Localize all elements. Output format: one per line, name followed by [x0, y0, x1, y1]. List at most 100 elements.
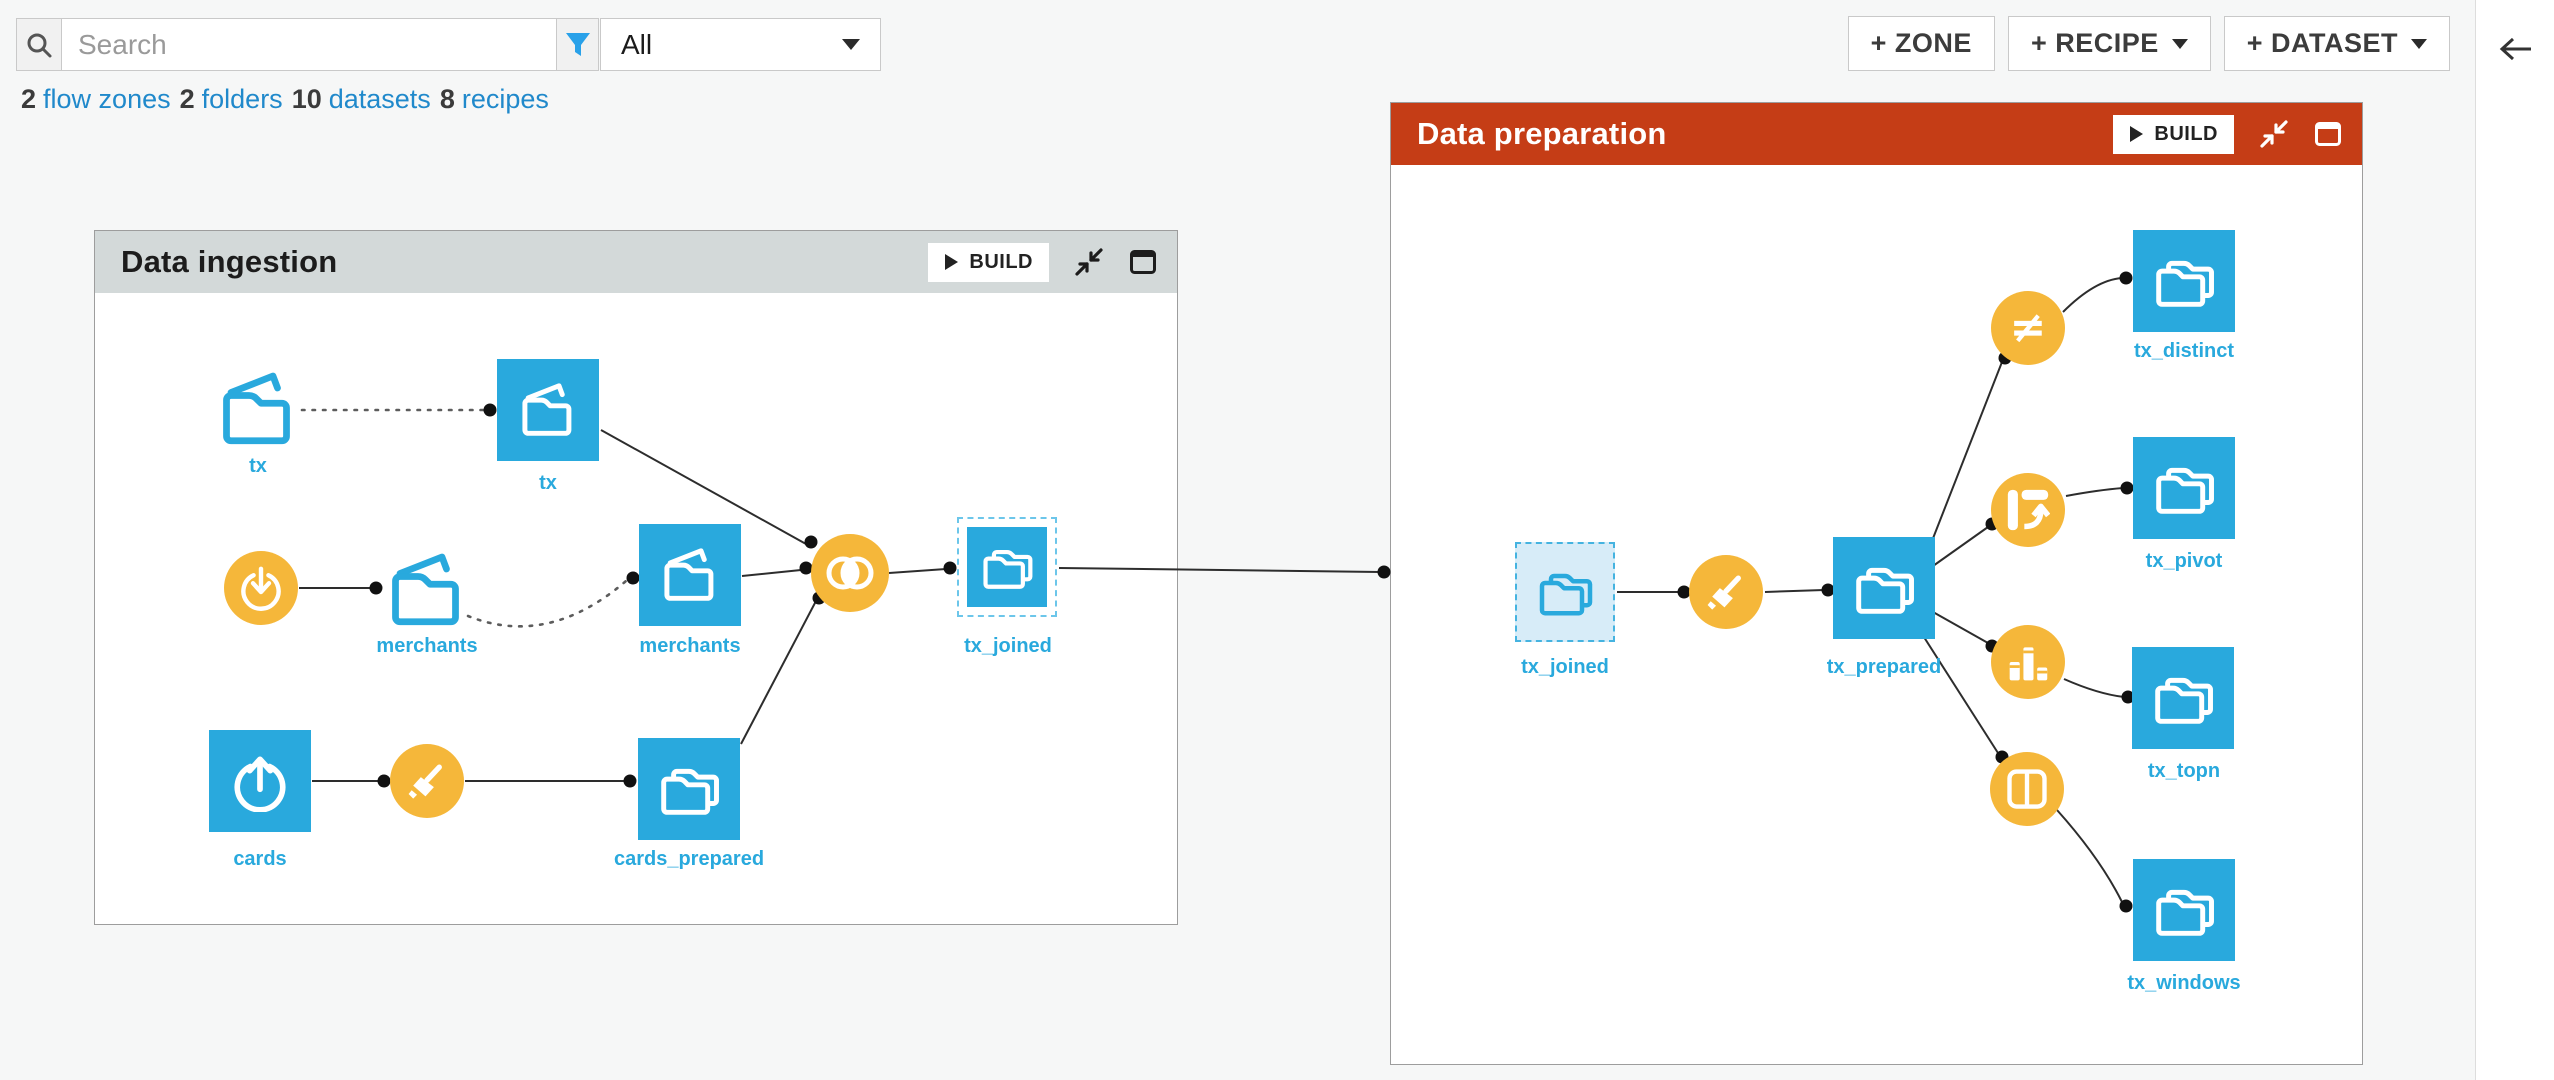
dataset-node-tx-windows[interactable] [2133, 859, 2235, 961]
node-label: tx_windows [2127, 972, 2241, 994]
node-label: merchants [376, 635, 478, 657]
broom-icon [408, 764, 442, 799]
download-icon [241, 566, 281, 611]
collapse-panel-arrow-icon[interactable] [2495, 32, 2535, 66]
add-zone-button[interactable]: + ZONE [1847, 16, 1995, 71]
recipes-link[interactable]: recipes [461, 84, 549, 114]
folder-node-merchants-source[interactable] [382, 545, 472, 635]
add-dataset-label: + DATASET [2246, 28, 2398, 58]
folder-icon [664, 548, 714, 601]
zone-title: Data preparation [1417, 116, 1667, 151]
play-icon [2130, 126, 2144, 142]
node-label: tx [539, 472, 557, 494]
dataset-node-tx[interactable] [497, 359, 599, 461]
recipe-node-prepare[interactable] [1689, 555, 1763, 629]
build-button[interactable]: BUILD [2113, 114, 2234, 154]
stacked-folders-icon [1856, 567, 1914, 614]
stacked-folders-icon [2156, 467, 2214, 514]
node-label: tx_pivot [2145, 550, 2223, 572]
collapse-zone-icon[interactable] [2260, 120, 2288, 148]
node-label: cards_prepared [613, 848, 765, 870]
search-icon [16, 18, 61, 71]
folders-link[interactable]: folders [201, 84, 283, 114]
folder-icon [522, 383, 572, 436]
dataset-node-cards[interactable] [209, 730, 311, 832]
chevron-down-icon [2171, 38, 2188, 49]
toolbar-actions: + ZONE + RECIPE + DATASET [1847, 16, 2450, 71]
add-zone-label: + ZONE [1870, 28, 1972, 58]
zone-header[interactable]: Data preparation BUILD [1391, 103, 2362, 165]
build-label: BUILD [2154, 122, 2218, 145]
managed-folder-icon [392, 553, 459, 626]
node-label: cards [233, 848, 287, 870]
add-recipe-label: + RECIPE [2030, 28, 2159, 58]
recipe-node-pivot[interactable] [1991, 473, 2065, 547]
join-icon [826, 556, 874, 590]
broom-icon [1707, 575, 1741, 610]
open-zone-window-icon[interactable] [2314, 120, 2342, 148]
folders-count: 2 [179, 84, 195, 114]
recipe-node-window[interactable] [1990, 752, 2064, 826]
dataset-node-cards-prepared[interactable] [638, 738, 740, 840]
distinct-icon: ≠ [2009, 302, 2047, 353]
node-label: tx_prepared [1826, 656, 1942, 678]
node-label: tx_topn [2147, 760, 2221, 782]
flow-zones-link[interactable]: flow zones [43, 84, 171, 114]
build-button[interactable]: BUILD [928, 242, 1049, 282]
open-zone-window-icon[interactable] [1129, 248, 1157, 276]
window-panes-icon [2007, 769, 2047, 809]
dataset-node-tx-topn[interactable] [2132, 647, 2234, 749]
recipe-node-join[interactable] [811, 534, 889, 612]
recipes-count: 8 [439, 84, 455, 114]
node-label: tx_joined [964, 635, 1052, 657]
chevron-down-icon [842, 39, 860, 50]
stacked-folders-icon [2155, 677, 2213, 724]
zone-title: Data ingestion [121, 244, 338, 279]
dataset-node-tx-distinct[interactable] [2133, 230, 2235, 332]
node-label: tx_distinct [2133, 340, 2235, 362]
dataset-tile [967, 527, 1047, 607]
dataset-node-tx-joined[interactable] [957, 517, 1057, 617]
stacked-folders-icon [2156, 889, 2214, 936]
folder-node-tx-source[interactable] [213, 364, 303, 454]
build-label: BUILD [969, 250, 1033, 273]
stacked-folders-icon [661, 768, 719, 815]
recipe-node-distinct[interactable]: ≠ [1991, 291, 2065, 365]
stacked-folders-icon [2156, 260, 2214, 307]
filter-button[interactable] [556, 18, 599, 71]
stacked-folders-icon [1539, 573, 1593, 616]
shared-dataset-node-tx-joined[interactable] [1515, 542, 1615, 642]
zone-tools: BUILD [928, 242, 1157, 282]
pivot-icon [2007, 489, 2050, 531]
topn-bars-icon [2009, 647, 2048, 681]
stacked-folders-icon [983, 549, 1033, 589]
node-label: tx_joined [1521, 656, 1609, 678]
filter-dropdown-value: All [621, 28, 653, 60]
recipe-node-prepare[interactable] [390, 744, 464, 818]
dataset-node-merchants[interactable] [639, 524, 741, 626]
datasets-count: 10 [291, 84, 322, 114]
zone-header[interactable]: Data ingestion BUILD [95, 231, 1177, 293]
node-label: tx [249, 455, 267, 477]
upload-icon [234, 756, 286, 812]
funnel-icon [565, 32, 590, 56]
filter-dropdown[interactable]: All [600, 18, 881, 71]
flow-zones-count: 2 [21, 84, 37, 114]
datasets-link[interactable]: datasets [328, 84, 431, 114]
right-panel-rail [2475, 0, 2554, 1080]
chevron-down-icon [2411, 38, 2427, 49]
recipe-node-topn[interactable] [1991, 625, 2065, 699]
dataset-node-tx-prepared[interactable] [1833, 537, 1935, 639]
add-recipe-button[interactable]: + RECIPE [2007, 16, 2211, 71]
search-input[interactable] [61, 18, 580, 71]
zone-tools: BUILD [2113, 114, 2342, 154]
search-bar [16, 18, 580, 71]
node-label: merchants [639, 635, 741, 657]
play-icon [945, 254, 959, 270]
dataset-node-tx-pivot[interactable] [2133, 437, 2235, 539]
recipe-node-download[interactable] [224, 551, 298, 625]
managed-folder-icon [223, 372, 290, 445]
collapse-zone-icon[interactable] [1075, 248, 1103, 276]
add-dataset-button[interactable]: + DATASET [2223, 16, 2450, 71]
